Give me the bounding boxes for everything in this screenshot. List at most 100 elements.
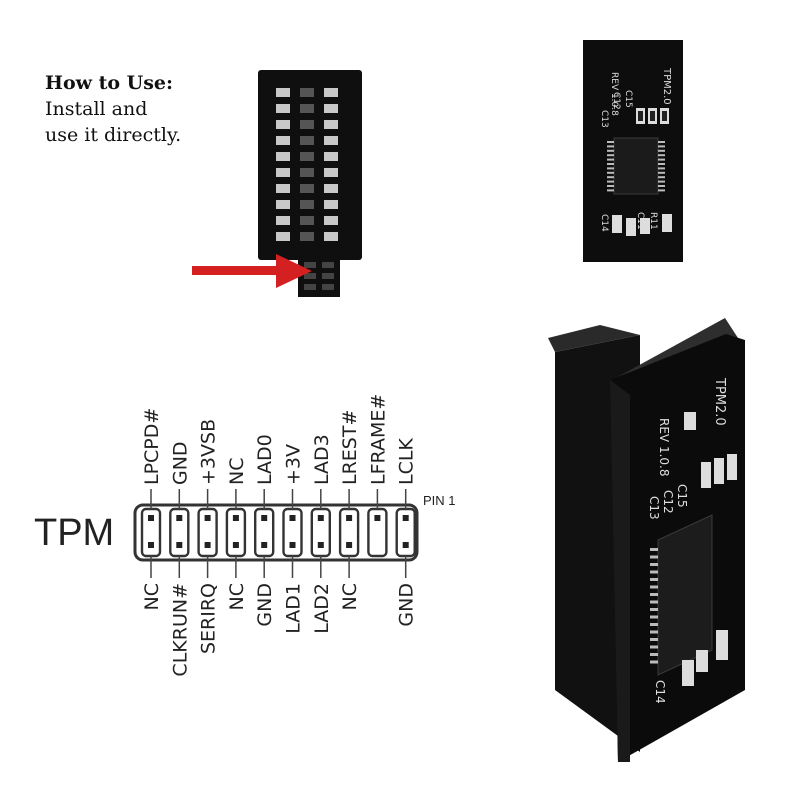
connector-pin (276, 232, 290, 241)
pin-top (374, 515, 381, 521)
pin-top (232, 515, 239, 521)
chip-leg (658, 185, 665, 187)
connector-pin (276, 136, 290, 145)
pin1-label: PIN 1 (423, 493, 456, 508)
chip-leg (650, 660, 658, 664)
module-model-text: TPM2.0 (712, 377, 727, 426)
connector-pin (300, 88, 314, 97)
chip-leg (607, 158, 614, 161)
connector-pin (300, 120, 314, 129)
pin-columns (140, 489, 416, 578)
label-c14: C14 (599, 214, 609, 232)
top-pin-label: LREST# (339, 410, 361, 485)
module-label-c13: C13 (647, 496, 661, 520)
connector-pin (324, 136, 338, 145)
chip-leg (607, 167, 614, 170)
connector-pin (324, 184, 338, 193)
pin-bottom (317, 542, 324, 548)
tpm-module-3d: TPM2.0 REV 1.0.8 C15 C12 C13 C14 (548, 318, 745, 762)
pin-bottom (148, 542, 154, 548)
connector-pin (324, 216, 338, 225)
label-c12: C12 (611, 92, 621, 110)
chip-leg (650, 600, 658, 604)
label-c15: C15 (623, 90, 633, 108)
bottom-pin-label: LAD1 (283, 583, 305, 634)
chip-leg (650, 585, 658, 589)
chip-leg (658, 154, 665, 157)
chip-leg (607, 141, 614, 143)
how-to-line-1: Install and (45, 98, 148, 120)
connector-pin (304, 284, 316, 290)
pin-top (261, 515, 268, 521)
bottom-pin-label: GND (254, 583, 276, 627)
tpm-board-front: TPM2.0 REV 1.0.8 C15 C12 C13 C14 R11 C11 (583, 40, 683, 262)
connector-pin (324, 200, 338, 209)
connector-pin (300, 152, 314, 161)
top-pin-label: +3VSB (198, 419, 220, 485)
chip-leg (650, 593, 658, 596)
chip-leg (658, 158, 665, 161)
chip-leg (650, 548, 658, 551)
red-arrow-icon (192, 254, 312, 288)
module-chip-legs (650, 548, 658, 664)
connector-back-view (258, 70, 362, 297)
chip-leg (650, 615, 658, 619)
pin-top (289, 515, 296, 521)
top-pin-label: GND (169, 441, 191, 485)
connector-pin (300, 216, 314, 225)
chip-leg (607, 185, 614, 187)
pin-bottom (289, 542, 296, 548)
chip-leg (607, 149, 614, 152)
chip-leg (650, 638, 658, 641)
chip-leg (607, 154, 614, 157)
chip-leg (650, 555, 658, 559)
pin-bottom (176, 542, 183, 548)
connector-pin (276, 216, 290, 225)
connector-pin (322, 273, 334, 279)
chip-leg (650, 645, 658, 649)
connector-body (258, 70, 362, 260)
pin-bottom (346, 542, 353, 548)
connector-pin (322, 262, 334, 268)
chip-leg (607, 171, 614, 174)
chip-leg (658, 180, 665, 183)
top-pin-label: NC (226, 458, 248, 485)
bottom-pin-label: SERIRQ (198, 583, 220, 654)
chip (613, 137, 659, 195)
connector-pin (324, 232, 338, 241)
top-pin-label: LPCPD# (141, 408, 163, 485)
bottom-pin-label: NC (339, 583, 361, 610)
top-pin-label: LAD0 (254, 434, 276, 485)
connector-pin (304, 273, 316, 279)
chip-leg (658, 163, 665, 165)
chip-leg (658, 145, 665, 148)
connector-pin (300, 184, 314, 193)
connector-pin (276, 184, 290, 193)
module-label-c12: C12 (661, 490, 675, 514)
chip-leg (658, 171, 665, 174)
label-r11: R11 (648, 212, 658, 230)
connector-pin (300, 232, 314, 241)
chip-leg (650, 578, 658, 581)
pin-top (317, 515, 324, 521)
connector-pin (324, 104, 338, 113)
connector-pin (324, 168, 338, 177)
pin-bottom (204, 542, 211, 548)
chip-leg (650, 630, 658, 634)
pin-top (148, 515, 154, 521)
chip-leg (658, 141, 665, 143)
connector-pin (276, 168, 290, 177)
chip-leg (650, 570, 658, 574)
how-to-use-text: How to Use: Install and use it directly. (45, 70, 181, 148)
pin-bottom (402, 542, 409, 548)
chip-leg (650, 563, 658, 566)
board-rev-text: REV 1.0.8 (609, 72, 619, 116)
chip-leg (658, 167, 665, 170)
chip-leg (658, 149, 665, 152)
connector-pin (322, 284, 334, 290)
top-pin-label: LFRAME# (367, 394, 389, 485)
bottom-pin-label: GND (396, 583, 418, 627)
pin-top (204, 515, 211, 521)
